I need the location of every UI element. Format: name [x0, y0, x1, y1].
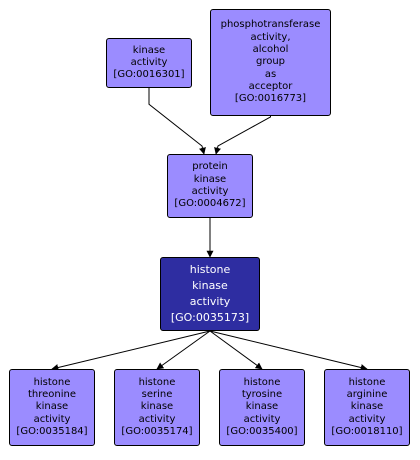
term-label-line: activity	[189, 295, 231, 308]
term-label-line: activity	[243, 413, 281, 425]
go-id-label: [GO:0035400]	[226, 425, 298, 437]
term-label-line: phosphotransferase	[220, 19, 321, 31]
term-label-line: histone	[33, 376, 71, 388]
term-label-line: activity,	[250, 31, 291, 43]
term-label-line: histone	[348, 376, 386, 388]
go-id-label: [GO:0016773]	[234, 93, 307, 105]
term-label-line: kinase	[193, 173, 227, 185]
term-label-line: as	[264, 68, 277, 80]
edge-histone-kinase-activity-to-histone-tyrosine-kinase-activity	[209, 330, 263, 370]
go-id-label: [GO:0035173]	[170, 311, 250, 324]
term-label-line: kinase	[350, 401, 384, 413]
edge-kinase-activity-to-protein-kinase-activity	[148, 88, 206, 155]
term-label-line: arginine	[346, 389, 388, 401]
term-label-line: acceptor	[248, 80, 293, 92]
term-label-line: activity	[33, 413, 71, 425]
term-label-line: kinase	[245, 401, 279, 413]
term-label-line: histone	[189, 263, 231, 276]
term-label-line: activity	[130, 56, 168, 68]
edge-histone-kinase-activity-to-histone-threonine-kinase-activity	[51, 330, 211, 371]
edge-histone-kinase-activity-to-histone-serine-kinase-activity	[156, 330, 211, 370]
term-label-line: activity	[348, 413, 386, 425]
term-label-line: histone	[243, 376, 281, 388]
term-label-line: activity	[138, 413, 176, 425]
term-label-line: group	[255, 56, 286, 68]
term-label-line: protein	[192, 161, 228, 173]
go-id-label: [GO:0004672]	[174, 198, 246, 210]
go-id-label: [GO:0035174]	[121, 425, 193, 437]
edge-histone-kinase-activity-to-histone-arginine-kinase-activity	[209, 330, 368, 371]
node-histone-kinase-activity[interactable]: histone kinase activity [GO:0035173]	[160, 257, 260, 331]
term-label-line: threonine	[27, 389, 77, 401]
go-id-label: [GO:0016301]	[113, 69, 185, 81]
term-label-line: serine	[141, 389, 173, 401]
edge-phosphotransferase-activity-to-protein-kinase-activity	[214, 116, 271, 155]
term-label-line: tyrosine	[241, 389, 283, 401]
term-label-line: kinase	[132, 44, 166, 56]
term-label-line: alcohol	[252, 44, 289, 56]
term-label-line: kinase	[140, 401, 174, 413]
term-label-line: histone	[138, 376, 176, 388]
term-label-line: kinase	[192, 279, 228, 292]
go-id-label: [GO:0035184]	[16, 425, 88, 437]
go-id-label: [GO:0018110]	[331, 425, 403, 437]
term-label-line: kinase	[35, 401, 69, 413]
term-label-line: activity	[191, 186, 229, 197]
